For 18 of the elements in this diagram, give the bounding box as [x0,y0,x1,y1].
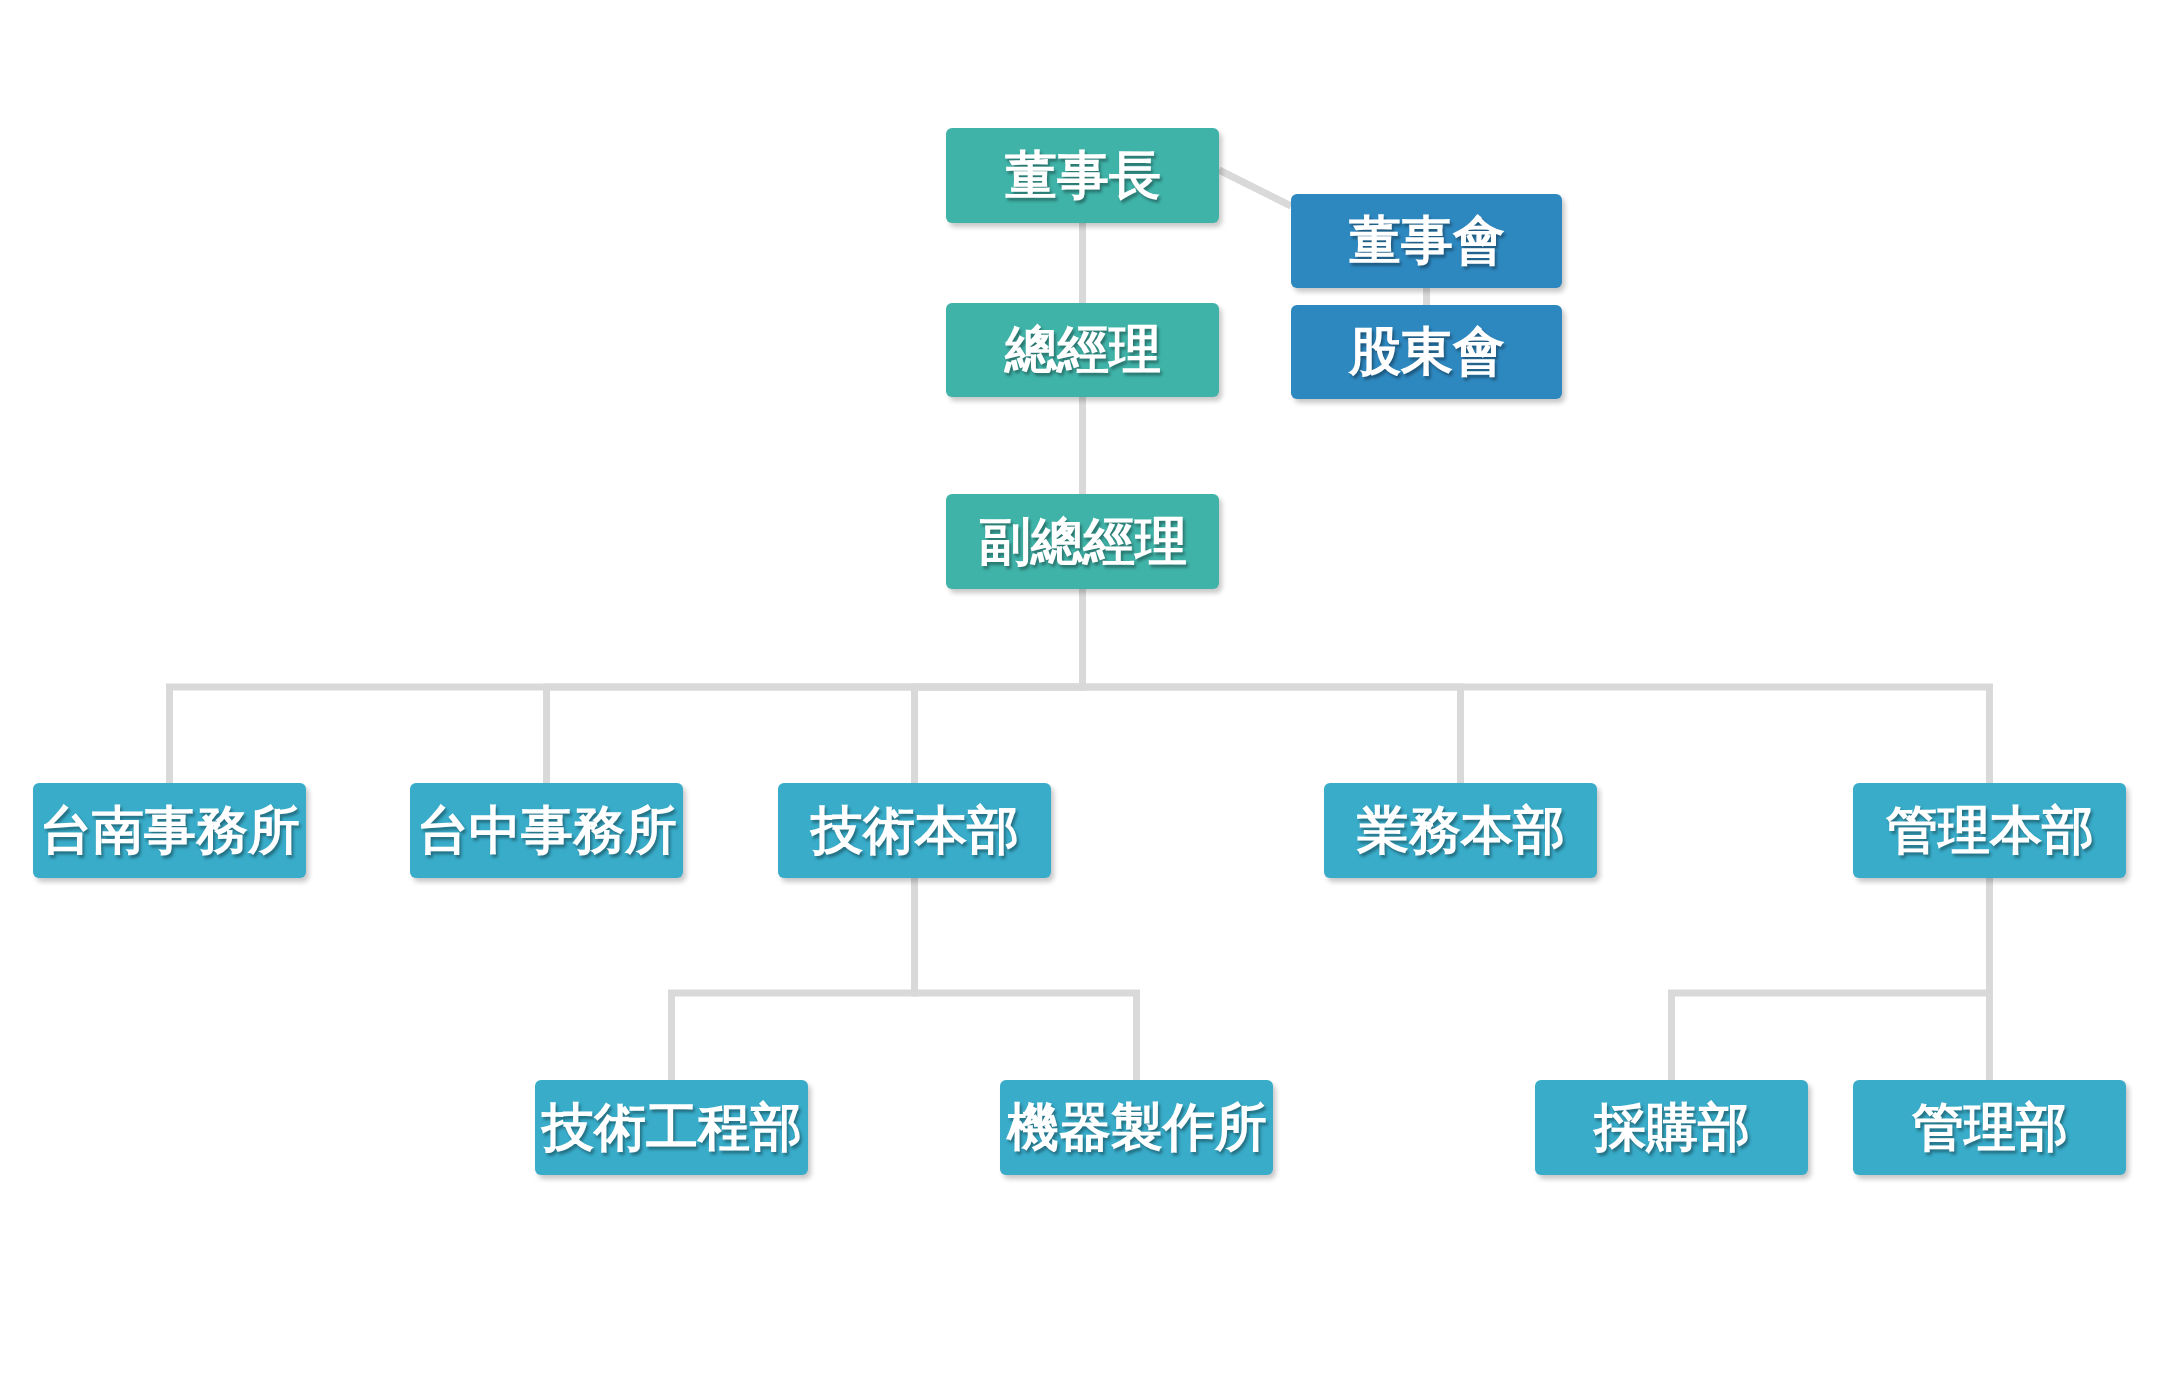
position-box: 機器製作所 [1000,1080,1273,1175]
position-box: 採購部 [1535,1080,1808,1175]
position-box: 管理部 [1853,1080,2126,1175]
position-box: 董事長 [946,128,1219,223]
position-box: 技術工程部 [535,1080,808,1175]
position-box: 總經理 [946,303,1219,397]
connector-line [1079,223,1086,303]
position-box: 業務本部 [1324,783,1597,878]
position-box: 台中事務所 [410,783,683,878]
connector-line [1079,397,1086,494]
connector-line [1217,166,1293,210]
position-box: 管理本部 [1853,783,2126,878]
position-box: 技術本部 [778,783,1051,878]
position-box: 董事會 [1291,194,1562,288]
position-box: 台南事務所 [33,783,306,878]
position-box: 股東會 [1291,305,1562,399]
connector-line [1423,288,1430,305]
position-box: 副總經理 [946,494,1219,589]
